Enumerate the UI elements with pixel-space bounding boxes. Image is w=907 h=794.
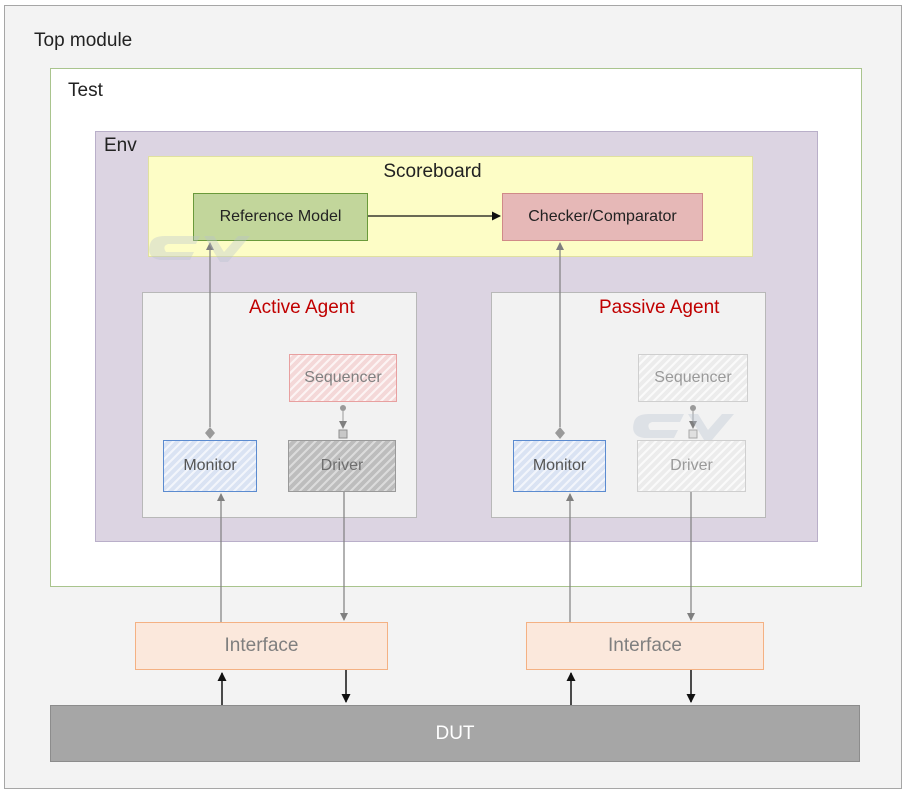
interface-box-left: Interface bbox=[135, 622, 388, 670]
reference-model-box: Reference Model bbox=[193, 193, 368, 241]
interface-box-right: Interface bbox=[526, 622, 764, 670]
active-driver-port-icon bbox=[338, 429, 348, 439]
active-sequencer-export-icon bbox=[340, 405, 346, 411]
test-label: Test bbox=[68, 80, 103, 101]
active-monitor-port-icon bbox=[205, 427, 215, 439]
top-module-label: Top module bbox=[34, 30, 133, 51]
passive-sequencer-box: Sequencer bbox=[638, 354, 748, 402]
passive-driver-port-icon bbox=[688, 429, 698, 439]
scoreboard-label: Scoreboard bbox=[383, 161, 482, 182]
env-label: Env bbox=[104, 135, 137, 156]
checker-comparator-box: Checker/Comparator bbox=[502, 193, 703, 241]
passive-monitor-box: Monitor bbox=[513, 440, 606, 492]
dut-box: DUT bbox=[50, 705, 860, 762]
watermark-logo-right bbox=[633, 414, 734, 440]
watermark-logo-left bbox=[149, 236, 250, 262]
passive-sequencer-export-icon bbox=[690, 405, 696, 411]
active-monitor-box: Monitor bbox=[163, 440, 257, 492]
active-driver-box: Driver bbox=[288, 440, 396, 492]
passive-monitor-port-icon bbox=[555, 427, 565, 439]
active-sequencer-box: Sequencer bbox=[289, 354, 397, 402]
passive-driver-box: Driver bbox=[637, 440, 746, 492]
active-agent-label: Active Agent bbox=[249, 297, 355, 318]
passive-agent-label: Passive Agent bbox=[599, 297, 720, 318]
